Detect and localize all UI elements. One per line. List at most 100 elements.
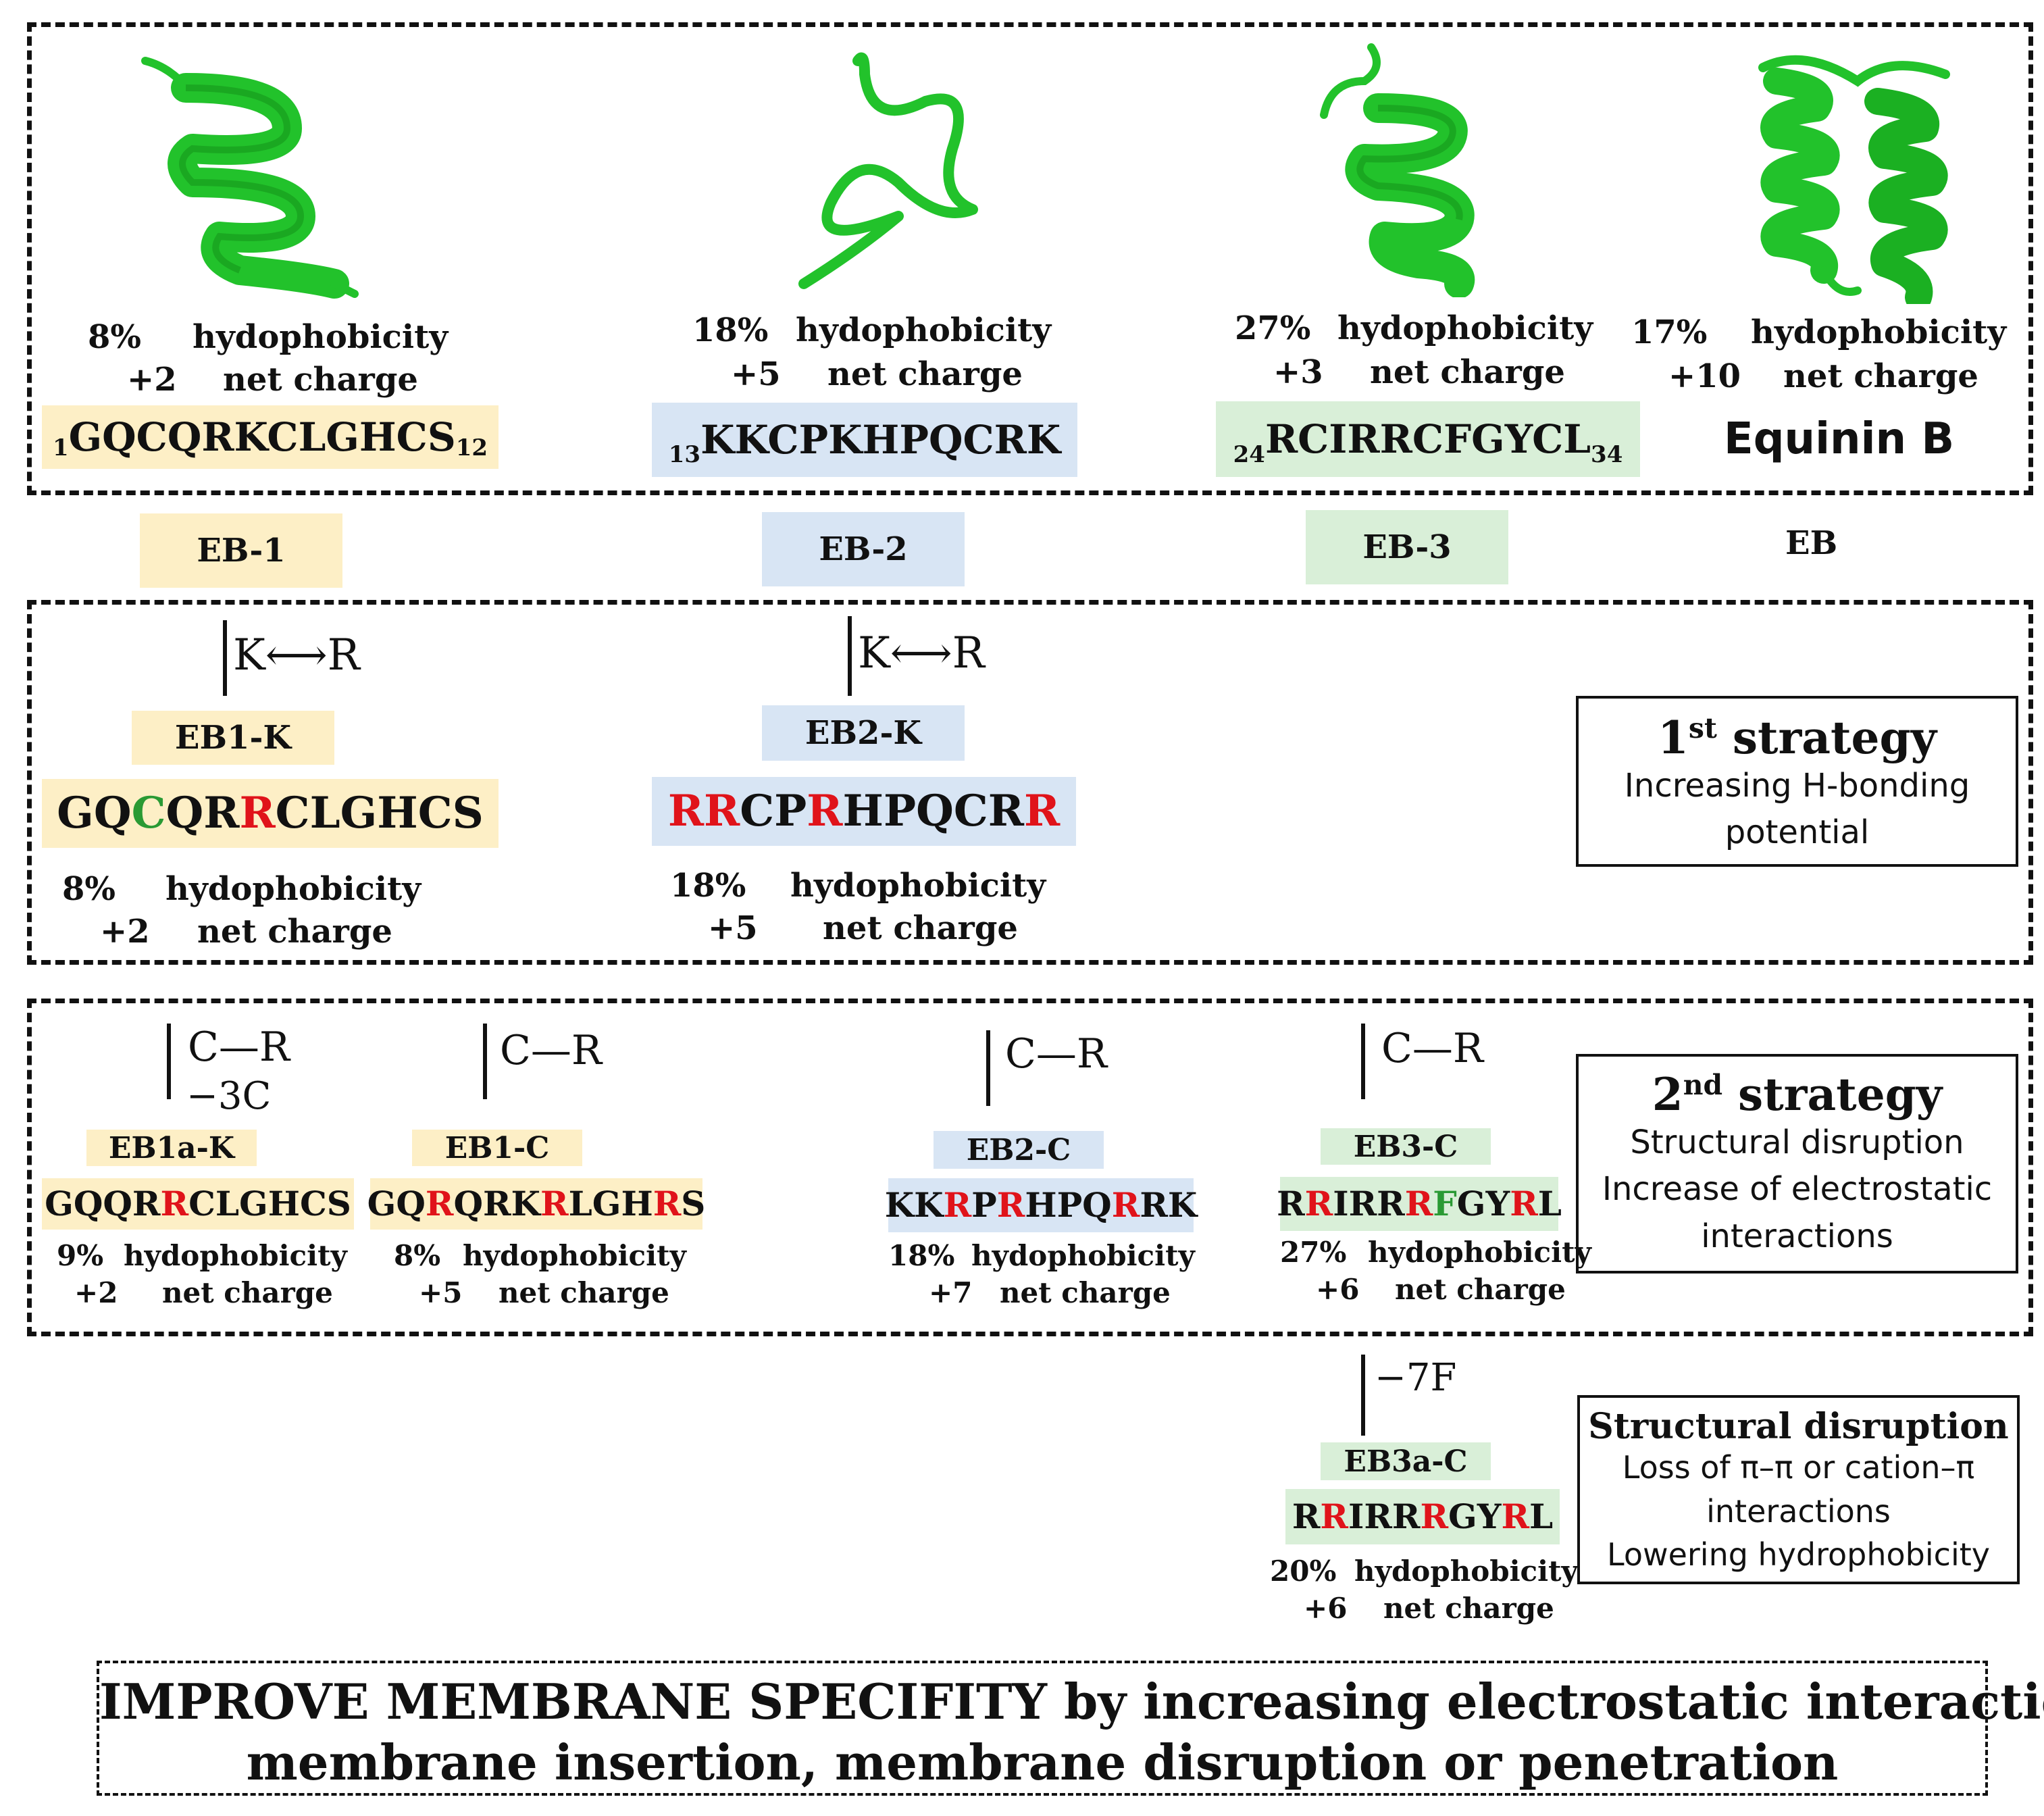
hydrophobicity-label: hydophobicity — [1368, 1236, 1591, 1269]
connector-line — [848, 616, 852, 696]
eb1-k-hydrophobicity-value: 8% — [62, 870, 116, 908]
strategy3-desc3: Lowering hydrophobicity — [1607, 1536, 1990, 1573]
strategy3-desc2: interactions — [1706, 1492, 1891, 1530]
eb-2-label: EB-2 — [762, 512, 965, 586]
eb3-c-charge-value: +6 — [1316, 1273, 1360, 1306]
connector-line — [167, 1024, 171, 1099]
strategy2-title: 2nd strategy — [1652, 1068, 1943, 1121]
eb2-c-label: EB2-C — [934, 1131, 1104, 1169]
strategy2-desc2: Increase of electrostatic — [1602, 1170, 1993, 1209]
strategy2-desc3: interactions — [1701, 1217, 1893, 1255]
strategy3-desc1: Loss of π–π or cation–π — [1622, 1449, 1975, 1486]
eb1a-k-label: EB1a-K — [86, 1130, 257, 1166]
hydrophobicity-label: hydophobicity — [463, 1239, 686, 1272]
eb1a-k-hydrophobicity-value: 9% — [57, 1239, 104, 1272]
eb1-charge-value: +2 — [127, 361, 177, 399]
eb1-c-label: EB1-C — [412, 1130, 582, 1166]
net-charge-label: net charge — [499, 1276, 669, 1309]
hydrophobicity-label: hydophobicity — [165, 870, 421, 908]
hydrophobicity-label: hydophobicity — [971, 1239, 1195, 1272]
net-charge-label: net charge — [1395, 1273, 1566, 1306]
strategy2-description: 2nd strategy Structural disruption Incre… — [1576, 1054, 2018, 1273]
net-charge-label: net charge — [1783, 357, 1978, 395]
strategy3-description: Structural disruption Loss of π–π or cat… — [1577, 1395, 2020, 1584]
eb-hydrophobicity-value: 17% — [1631, 313, 1708, 351]
strategy1-description: 1st strategy Increasing H-bonding potent… — [1576, 696, 2018, 867]
net-charge-label: net charge — [823, 909, 1018, 947]
connector-line — [223, 620, 227, 696]
eb3-c-label: EB3-C — [1321, 1128, 1491, 1165]
eb-label: EB — [1785, 524, 1838, 562]
connector-line — [1361, 1024, 1365, 1099]
strategy2-box — [27, 999, 2033, 1336]
eb3-charge-value: +3 — [1273, 353, 1323, 391]
connector-line — [986, 1030, 990, 1106]
c-to-r-mutation: C—R — [188, 1024, 290, 1071]
strategy3-title: Structural disruption — [1588, 1406, 2009, 1447]
strategy1-desc2: potential — [1724, 813, 1870, 852]
c-to-r-mutation: C—R — [1381, 1025, 1484, 1072]
connector-line — [483, 1024, 487, 1099]
eb1-k-label: EB1-K — [132, 711, 334, 765]
eb3-hydrophobicity-value: 27% — [1235, 309, 1311, 347]
eb3a-c-charge-value: +6 — [1304, 1592, 1348, 1625]
eb1-c-charge-value: +5 — [419, 1276, 463, 1309]
eb3a-c-label: EB3a-C — [1321, 1442, 1491, 1480]
conclusion-line1: IMPROVE MEMBRANE SPECIFITY by increasing… — [99, 1673, 2044, 1730]
eb2-hydrophobicity-value: 18% — [692, 311, 769, 349]
strategy1-desc1: Increasing H-bonding — [1624, 766, 1970, 805]
net-charge-label: net charge — [1383, 1592, 1554, 1625]
c-deletion-mutation: −3C — [186, 1074, 272, 1118]
eb2-c-charge-value: +7 — [929, 1276, 973, 1309]
eb2-k-label: EB2-K — [762, 705, 965, 761]
hydrophobicity-label: hydophobicity — [790, 867, 1046, 905]
eb3a-c-hydrophobicity-value: 20% — [1270, 1555, 1337, 1588]
hydrophobicity-label: hydophobicity — [1337, 309, 1593, 347]
connector-line — [1361, 1355, 1365, 1436]
conclusion-line2: membrane insertion, membrane disruption … — [246, 1734, 1839, 1791]
eb3-c-hydrophobicity-value: 27% — [1280, 1236, 1347, 1269]
eb2-k-hydrophobicity-value: 18% — [670, 867, 746, 905]
hydrophobicity-label: hydophobicity — [1354, 1555, 1578, 1588]
eb-3-label: EB-3 — [1306, 510, 1508, 584]
k-to-r-mutation: K⟷R — [858, 628, 985, 678]
eb1-hydrophobicity-value: 8% — [88, 318, 142, 356]
conclusion-box: IMPROVE MEMBRANE SPECIFITY by increasing… — [97, 1661, 2044, 1796]
net-charge-label: net charge — [223, 361, 418, 399]
equinin-b-name: Equinin B — [1724, 414, 1955, 464]
alpha-helix-structure — [1320, 43, 1475, 297]
c-to-r-mutation: C—R — [1005, 1030, 1108, 1078]
hydrophobicity-label: hydophobicity — [1751, 313, 2007, 351]
alpha-helix-structure — [141, 57, 359, 299]
helix-hairpin-structure — [1758, 55, 1950, 304]
net-charge-label: net charge — [1370, 353, 1565, 391]
random-coil-structure — [798, 52, 978, 289]
k-to-r-mutation: K⟷R — [233, 630, 360, 680]
parent-peptides-box — [27, 22, 2033, 495]
eb1a-k-charge-value: +2 — [74, 1276, 118, 1309]
hydrophobicity-label: hydophobicity — [124, 1239, 347, 1272]
eb2-c-hydrophobicity-value: 18% — [888, 1239, 955, 1272]
eb-charge-value: +10 — [1668, 357, 1741, 395]
net-charge-label: net charge — [197, 913, 392, 951]
strategy2-desc1: Structural disruption — [1630, 1123, 1964, 1161]
eb-1-label: EB-1 — [140, 513, 342, 588]
eb1-c-hydrophobicity-value: 8% — [394, 1239, 441, 1272]
strategy1-box — [27, 600, 2033, 965]
strategy1-title: 1st strategy — [1657, 711, 1937, 764]
net-charge-label: net charge — [827, 355, 1023, 393]
eb2-charge-value: +5 — [731, 355, 781, 393]
hydrophobicity-label: hydophobicity — [796, 311, 1052, 349]
eb2-k-charge-value: +5 — [708, 909, 758, 947]
